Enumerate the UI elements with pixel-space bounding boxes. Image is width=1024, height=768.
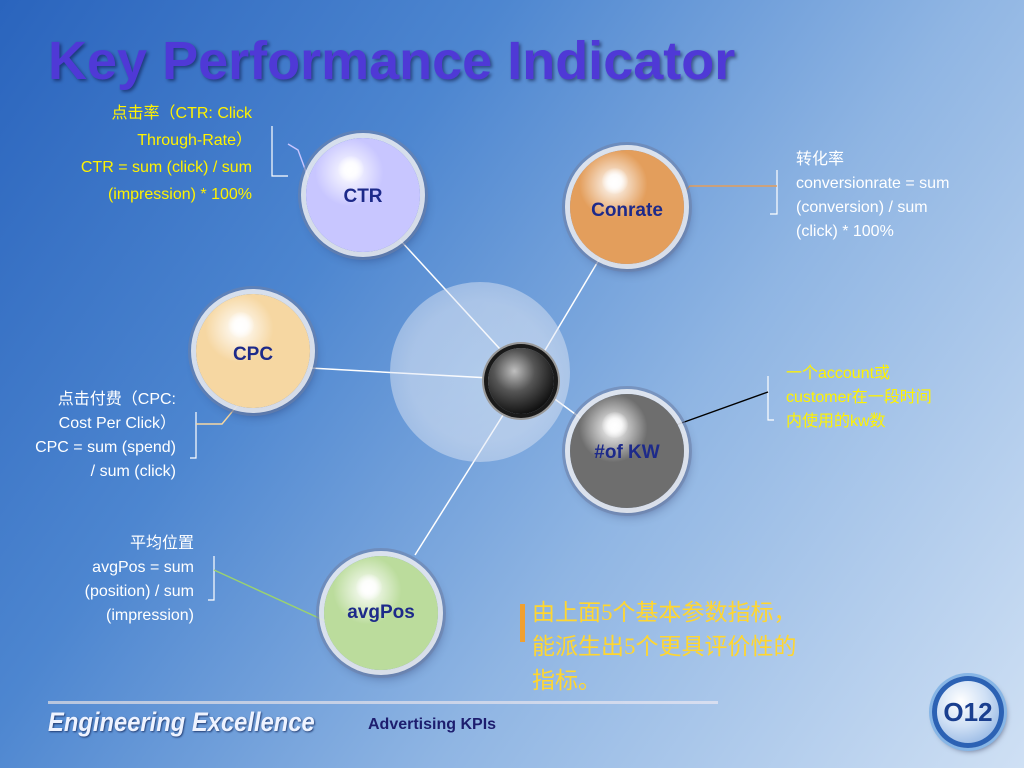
footer-divider xyxy=(48,701,718,704)
node-cpc: CPC xyxy=(196,294,310,408)
central-hub xyxy=(488,348,554,414)
annotation-avgpos-line: (position) / sum xyxy=(84,583,194,600)
o12-logo: O12 xyxy=(932,676,1004,748)
annotation-avgpos: 平均位置 avgPos = sum (position) / sum (impr… xyxy=(20,532,194,628)
node-avgpos-label: avgPos xyxy=(347,602,415,623)
annotation-cpc-line: 点击付费（CPC: xyxy=(57,391,176,408)
annotation-ctr-line: 点击率（CTR: Click xyxy=(111,105,252,122)
node-shine xyxy=(602,412,628,438)
node-shine xyxy=(356,574,382,600)
annotation-kw-line: 内使用的kw数 xyxy=(786,413,886,430)
annotation-conrate-line: (conversion) / sum xyxy=(796,199,928,216)
node-cpc-label: CPC xyxy=(232,344,274,365)
annotation-cpc: 点击付费（CPC: Cost Per Click） CPC = sum (spe… xyxy=(0,388,176,484)
callout-cpc xyxy=(190,412,197,459)
annotation-ctr: 点击率（CTR: Click Through-Rate） CTR = sum (… xyxy=(20,100,252,208)
node-avgpos: avgPos xyxy=(324,556,438,670)
callout-conrate xyxy=(770,170,778,215)
callout-ctr xyxy=(271,126,288,177)
annotation-cpc-line: Cost Per Click） xyxy=(58,415,176,432)
annotation-cpc-line: CPC = sum (spend) xyxy=(35,439,176,456)
node-kw: #of KW xyxy=(570,394,684,508)
node-ctr: CTR xyxy=(306,138,420,252)
footer-brand: Engineering Excellence xyxy=(48,707,315,737)
summary-line: 指标。 xyxy=(532,668,601,693)
annotation-conrate-line: (click) * 100% xyxy=(796,223,894,240)
node-conrate: Conrate xyxy=(570,150,684,264)
callout-avgpos-pointer xyxy=(213,569,333,625)
annotation-ctr-line: CTR = sum (click) / sum xyxy=(80,159,252,176)
annotation-cpc-line: / sum (click) xyxy=(90,463,176,480)
annotation-conrate: 转化率 conversionrate = sum (conversion) / … xyxy=(796,148,1006,244)
callout-kw-pointer xyxy=(675,391,769,426)
annotation-conrate-line: 转化率 xyxy=(796,151,845,168)
node-ctr-label: CTR xyxy=(343,186,383,207)
footer-title: Advertising KPIs xyxy=(368,716,497,733)
node-shine xyxy=(602,168,628,194)
annotation-kw-line: customer在一段时间 xyxy=(786,389,932,406)
callout-ctr-pointer xyxy=(287,143,313,189)
annotation-avgpos-line: 平均位置 xyxy=(129,535,194,552)
summary-line: 能派生出5个更具评价性的 xyxy=(532,634,797,659)
callout-avgpos xyxy=(208,556,215,601)
summary-accent-bar xyxy=(520,604,525,642)
annotation-ctr-line: Through-Rate） xyxy=(137,132,252,149)
node-kw-label: #of KW xyxy=(594,442,660,463)
annotation-kw-line: 一个account或 xyxy=(786,365,891,382)
annotation-conrate-line: conversionrate = sum xyxy=(796,175,950,192)
annotation-kw: 一个account或 customer在一段时间 内使用的kw数 xyxy=(786,362,986,434)
annotation-avgpos-line: avgPos = sum xyxy=(92,559,194,576)
summary-line: 由上面5个基本参数指标， xyxy=(532,600,797,625)
node-shine xyxy=(338,156,364,182)
annotation-avgpos-line: (impression) xyxy=(105,607,194,624)
annotation-ctr-line: (impression) * 100% xyxy=(107,186,252,203)
node-conrate-label: Conrate xyxy=(591,200,663,221)
summary-text: 由上面5个基本参数指标， 能派生出5个更具评价性的 指标。 xyxy=(532,596,872,698)
node-shine xyxy=(228,312,254,338)
page-title: Key Performance Indicator xyxy=(48,31,736,91)
callout-kw xyxy=(767,376,774,421)
